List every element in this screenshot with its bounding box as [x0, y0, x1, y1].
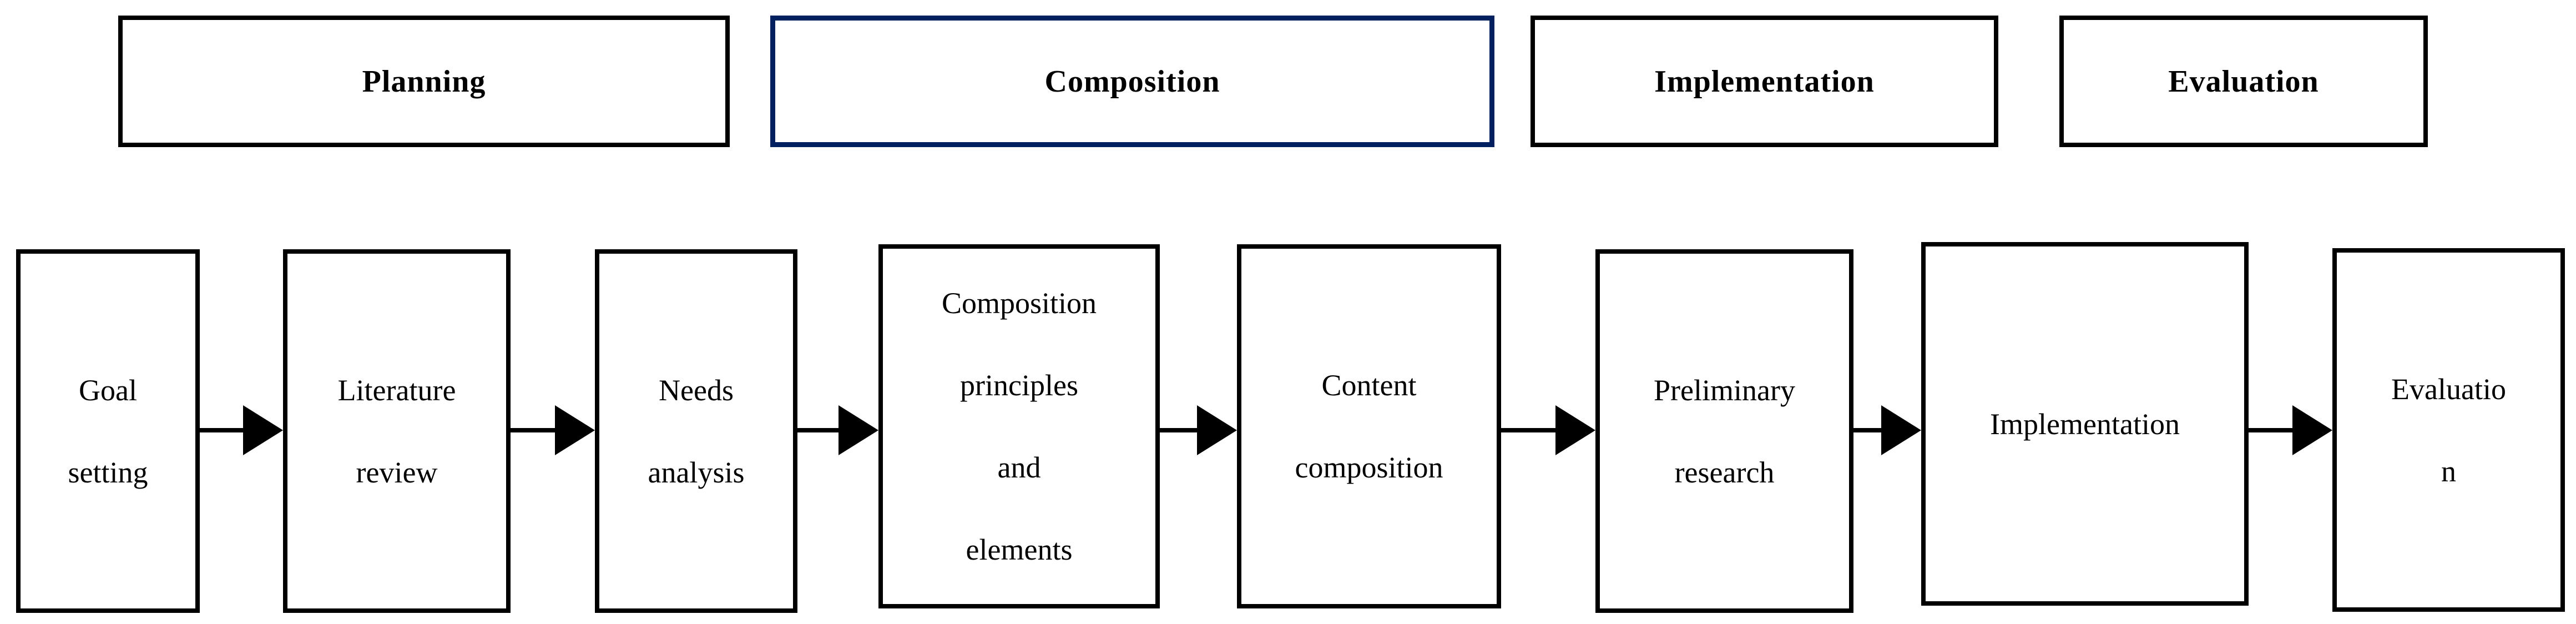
step-label-line: Goal [79, 373, 137, 407]
step-label-line: Preliminary [1654, 373, 1795, 407]
phase-box-implementation: Implementation [1531, 16, 1998, 147]
step-label-line: review [356, 455, 438, 489]
step-box-content-composition: Content composition [1237, 244, 1501, 608]
step-box-preliminary-research: Preliminary research [1595, 249, 1853, 613]
step-label-line: elements [966, 533, 1073, 566]
step-label-line: analysis [648, 455, 745, 489]
flow-arrow-icon [797, 404, 878, 457]
step-label-line: research [1674, 455, 1775, 489]
phase-box-planning: Planning [118, 16, 730, 147]
step-label-line: and [997, 451, 1041, 484]
step-box-composition-principles: Composition principles and elements [878, 244, 1160, 608]
flow-arrow-icon [1160, 404, 1237, 457]
phase-box-composition: Composition [770, 16, 1494, 147]
step-label-line: Literature [337, 373, 456, 407]
step-label-line: Needs [659, 373, 734, 407]
step-box-implementation: Implementation [1921, 242, 2249, 606]
step-label-line: setting [68, 455, 148, 489]
step-box-evaluation: Evaluatio n [2332, 248, 2565, 612]
phase-label: Implementation [1654, 64, 1875, 99]
step-box-goal-setting: Goal setting [16, 249, 200, 613]
phase-label: Planning [362, 64, 486, 99]
phase-label: Evaluation [2168, 64, 2319, 99]
flow-arrow-icon [1501, 404, 1595, 457]
flow-arrow-icon [200, 404, 283, 457]
step-label-line: Implementation [1990, 407, 2180, 441]
flow-arrow-icon [2249, 404, 2332, 457]
step-label-line: composition [1295, 451, 1443, 484]
step-label-line: Content [1321, 369, 1417, 402]
step-label-line: principles [960, 369, 1078, 402]
flow-arrow-icon [1853, 404, 1921, 457]
phase-box-evaluation: Evaluation [2059, 16, 2428, 147]
step-label-line: n [2441, 454, 2456, 488]
phase-label: Composition [1044, 64, 1220, 99]
flow-arrow-icon [511, 404, 595, 457]
step-label-line: Composition [941, 286, 1097, 320]
step-label-line: Evaluatio [2391, 372, 2506, 406]
step-box-literature-review: Literature review [283, 249, 511, 613]
step-box-needs-analysis: Needs analysis [595, 249, 797, 613]
